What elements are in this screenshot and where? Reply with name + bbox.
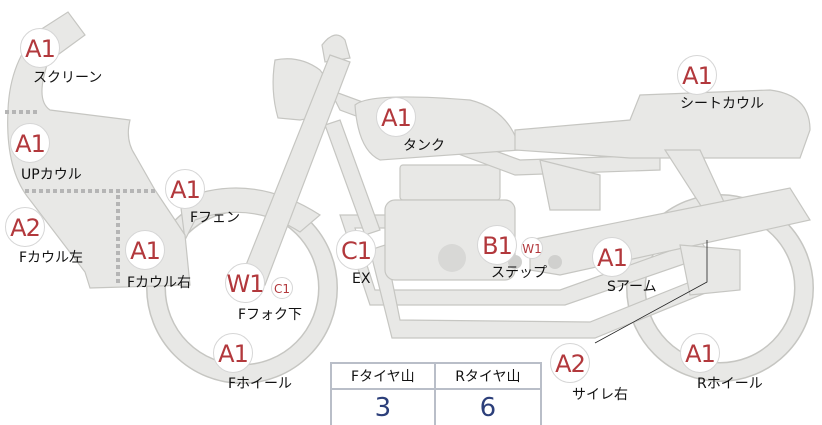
grade-badge-silencer-right[interactable]: A2 bbox=[550, 343, 590, 383]
label-seat-cowl: シートカウル bbox=[680, 96, 764, 112]
label-silencer-right: サイレ右 bbox=[572, 387, 628, 403]
label-up-cowl: UPカウル bbox=[21, 167, 82, 183]
grade-badge-step[interactable]: B1 bbox=[477, 225, 517, 265]
front-fork-shape bbox=[239, 54, 351, 286]
grade-badge-f-cowl-right[interactable]: A1 bbox=[125, 230, 165, 270]
grade-badge-f-fender[interactable]: A1 bbox=[165, 169, 205, 209]
header-front-tire-tread: Fタイヤ山 bbox=[330, 362, 436, 390]
label-r-wheel: Rホイール bbox=[697, 376, 763, 392]
label-f-cowl-right: Fカウル右 bbox=[127, 275, 192, 291]
value-rear-tire-tread: 6 bbox=[433, 388, 543, 425]
tire-tread-table: Fタイヤ山 Rタイヤ山 3 6 bbox=[330, 362, 543, 425]
label-ex: EX bbox=[352, 271, 371, 287]
label-step: ステップ bbox=[491, 265, 547, 281]
front-cowl-shape bbox=[7, 11, 191, 289]
grade-badge-seat-cowl[interactable]: A1 bbox=[677, 55, 717, 95]
header-rear-tire-tread: Rタイヤ山 bbox=[433, 362, 543, 390]
label-f-fender: Fフェン bbox=[190, 210, 241, 226]
seat-cowl-shape bbox=[514, 89, 811, 159]
label-tank: タンク bbox=[403, 138, 445, 154]
grade-badge-screen[interactable]: A1 bbox=[20, 28, 60, 68]
grade-badge-step-secondary[interactable]: W1 bbox=[521, 237, 543, 259]
silencer-leader-line bbox=[594, 240, 708, 344]
grade-badge-f-cowl-left[interactable]: A2 bbox=[5, 207, 45, 247]
grade-badge-tank[interactable]: A1 bbox=[376, 97, 416, 137]
grade-badge-r-wheel[interactable]: A1 bbox=[680, 333, 720, 373]
label-f-wheel: Fホイール bbox=[228, 376, 293, 392]
label-swingarm: Sアーム bbox=[607, 279, 657, 295]
grade-badge-f-fork-lower[interactable]: W1 bbox=[225, 263, 265, 303]
grade-badge-ex[interactable]: C1 bbox=[336, 230, 376, 270]
label-f-cowl-left: Fカウル左 bbox=[19, 250, 84, 266]
value-front-tire-tread: 3 bbox=[330, 388, 436, 425]
grade-badge-swingarm[interactable]: A1 bbox=[592, 237, 632, 277]
grade-badge-f-fork-lower-secondary[interactable]: C1 bbox=[271, 277, 293, 299]
label-f-fork-lower: Fフォク下 bbox=[238, 307, 303, 323]
engine-shape bbox=[399, 164, 501, 201]
grade-badge-f-wheel[interactable]: A1 bbox=[213, 333, 253, 373]
grade-badge-up-cowl[interactable]: A1 bbox=[10, 123, 50, 163]
label-screen: スクリーン bbox=[33, 70, 103, 86]
